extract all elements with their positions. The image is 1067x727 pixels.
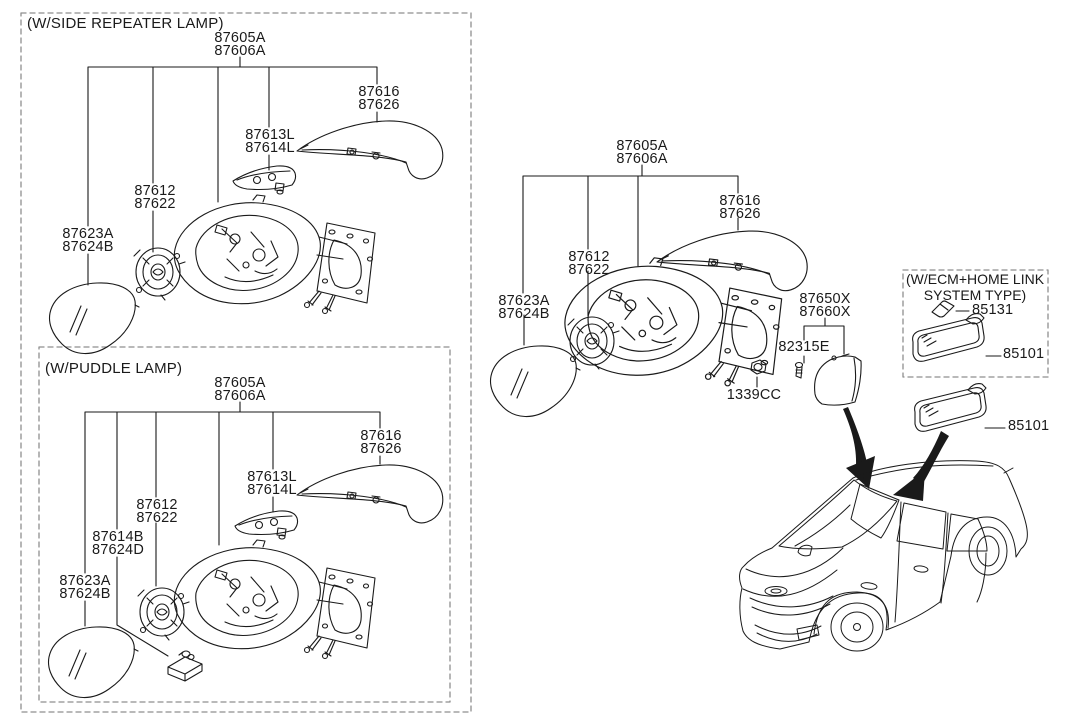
label-mirror-assembly-1: 87605A 87606A bbox=[214, 30, 266, 59]
part-number: 87626 bbox=[360, 440, 402, 457]
label-cover-2: 87616 87626 bbox=[360, 428, 402, 457]
screw-part bbox=[794, 361, 804, 379]
puddle-lamp-part bbox=[167, 650, 203, 682]
leader-lines-side-repeater bbox=[87, 56, 378, 286]
leader-lines-puddle bbox=[84, 401, 381, 657]
part-number: 87616 bbox=[358, 84, 400, 100]
side-repeater-lamp-part bbox=[232, 165, 297, 195]
nut-part bbox=[750, 359, 767, 375]
side-repeater-box-border bbox=[20, 12, 472, 713]
puddle-actuator bbox=[137, 587, 190, 641]
part-number: 87605A bbox=[214, 30, 266, 46]
label-actuator-3: 87612 87622 bbox=[568, 249, 610, 278]
part-number: 87622 bbox=[136, 509, 178, 526]
puddle-mirror-glass bbox=[47, 626, 139, 699]
ecm-box-border bbox=[902, 269, 1049, 378]
part-number: 87622 bbox=[568, 261, 610, 278]
label-nut: 1339CC bbox=[726, 387, 782, 403]
part-number: 87612 bbox=[568, 249, 610, 265]
part-number: 87624D bbox=[92, 541, 144, 558]
label-screw: 82315E bbox=[778, 339, 830, 355]
label-mirror-assembly-3: 87605A 87606A bbox=[616, 138, 668, 167]
puddle-repeater-lamp-part bbox=[234, 510, 299, 540]
part-number: 1339CC bbox=[726, 387, 782, 403]
part-number: 87614L bbox=[245, 139, 295, 156]
part-number: 87624B bbox=[59, 585, 111, 602]
ecm-module-part bbox=[931, 300, 955, 318]
side-repeater-housing-assembly bbox=[173, 194, 376, 315]
label-repeater-lamp-1: 87613L 87614L bbox=[245, 127, 295, 156]
part-number: 87626 bbox=[358, 96, 400, 113]
part-number: 87612 bbox=[136, 497, 178, 513]
ecm-box-title-line1: (W/ECM+HOME LINK bbox=[905, 271, 1045, 287]
main-cover bbox=[656, 230, 808, 292]
label-actuator-1: 87612 87622 bbox=[134, 183, 176, 212]
locator-arrows bbox=[843, 407, 949, 501]
part-number: 87605A bbox=[214, 375, 266, 391]
part-number: 87613L bbox=[245, 127, 295, 143]
part-number: 87614B bbox=[92, 529, 144, 545]
part-number: 87624B bbox=[498, 305, 550, 322]
puddle-cover bbox=[296, 464, 444, 524]
car-drawing bbox=[739, 460, 1028, 652]
label-cover-3: 87616 87626 bbox=[719, 193, 761, 222]
part-number: 87623A bbox=[498, 293, 550, 309]
part-number: 87626 bbox=[719, 205, 761, 222]
ecm-rearview-mirror bbox=[912, 313, 985, 362]
label-cover-1: 87616 87626 bbox=[358, 84, 400, 113]
label-glass-3: 87623A 87624B bbox=[498, 293, 550, 322]
label-ecm-module: 85131 bbox=[972, 302, 1014, 318]
label-ecm-mirror: 85101 bbox=[1003, 346, 1045, 362]
part-number: 87613L bbox=[247, 469, 297, 485]
label-base-cover: 87650X 87660X bbox=[799, 291, 851, 320]
part-number: 87660X bbox=[799, 303, 851, 320]
label-actuator-2: 87612 87622 bbox=[136, 497, 178, 526]
part-number: 87614L bbox=[247, 481, 297, 498]
base-cover-part bbox=[814, 353, 862, 406]
part-number: 87622 bbox=[134, 195, 176, 212]
side-repeater-cover bbox=[296, 120, 444, 180]
part-number: 87624B bbox=[62, 238, 114, 255]
part-number: 87606A bbox=[616, 150, 668, 167]
part-number: 87612 bbox=[134, 183, 176, 199]
part-number: 87606A bbox=[214, 387, 266, 404]
leader-lines-main bbox=[522, 164, 1006, 429]
part-number: 87650X bbox=[799, 291, 851, 307]
main-mirror-glass bbox=[489, 345, 581, 418]
puddle-lamp-box-border bbox=[38, 346, 451, 703]
puddle-box-title: (W/PUDDLE LAMP) bbox=[45, 360, 183, 377]
part-number: 87616 bbox=[719, 193, 761, 209]
label-mirror-assembly-2: 87605A 87606A bbox=[214, 375, 266, 404]
label-puddle-lamp: 87614B 87624D bbox=[92, 529, 144, 558]
label-glass-1: 87623A 87624B bbox=[62, 226, 114, 255]
label-inside-mirror: 85101 bbox=[1008, 418, 1050, 434]
standard-rearview-mirror bbox=[914, 383, 987, 432]
puddle-housing-assembly bbox=[173, 539, 376, 660]
label-repeater-lamp-2: 87613L 87614L bbox=[247, 469, 297, 498]
part-number: 87606A bbox=[214, 42, 266, 59]
side-repeater-actuator bbox=[133, 247, 186, 301]
part-number: 87623A bbox=[59, 573, 111, 589]
part-number: 87616 bbox=[360, 428, 402, 444]
side-repeater-box-title: (W/SIDE REPEATER LAMP) bbox=[27, 15, 224, 32]
side-repeater-mirror-glass bbox=[48, 282, 140, 355]
part-number: 87605A bbox=[616, 138, 668, 154]
label-glass-2: 87623A 87624B bbox=[59, 573, 111, 602]
ecm-box-title-line2: SYSTEM TYPE) bbox=[923, 287, 1027, 303]
part-number: 87623A bbox=[62, 226, 114, 242]
part-number: 82315E bbox=[778, 339, 830, 355]
